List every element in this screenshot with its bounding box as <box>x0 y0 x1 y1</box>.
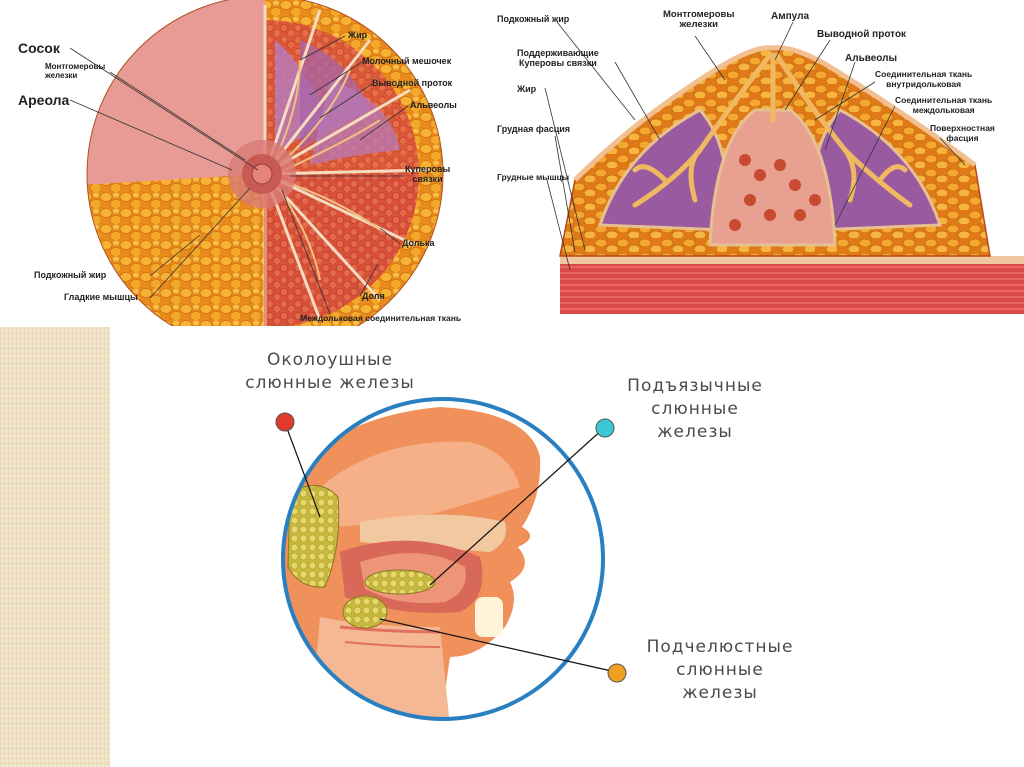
decorative-side-strip <box>0 327 110 767</box>
label-montgomery-glands: Монтгомеровы железки <box>45 62 106 80</box>
label-duct: Выводной проток <box>372 78 453 88</box>
label-areola: Ареола <box>18 92 70 108</box>
label-fat: Жир <box>348 30 368 40</box>
label-submandibular-glands: Подчелюстные слюнные железы <box>646 637 794 703</box>
label-ampulla: Ампула <box>771 11 810 22</box>
breast-cross-section-illustration <box>69 0 444 326</box>
breast-sagittal-diagram: Подкожный жир Монтгомеровы железки Ампул… <box>485 0 1024 326</box>
label-ct-intralobular: Соединительная ткань внутридольковая <box>875 69 973 89</box>
salivary-glands-diagram: Околоушные слюнные железы Подъязычные сл… <box>110 327 1024 767</box>
label-ct-interlobular: Соединительная ткань междольковая <box>895 95 993 115</box>
label-subcutaneous-fat-2: Подкожный жир <box>497 14 570 24</box>
label-subcutaneous-fat: Подкожный жир <box>34 270 107 280</box>
label-parotid-glands: Околоушные слюнные железы <box>245 350 415 393</box>
label-supporting-ligaments: Поддерживающие Куперовы связки <box>517 48 599 68</box>
label-fat-2: Жир <box>517 84 537 94</box>
label-alveoli: Альвеолы <box>410 100 457 110</box>
label-chest-muscles: Грудные мышцы <box>497 172 570 182</box>
label-montgomery-glands-2: Монтгомеровы железки <box>663 9 735 30</box>
label-sublingual-glands: Подъязычные слюнные железы <box>627 376 763 442</box>
label-surface-fascia: Поверхностная фасция <box>930 123 995 143</box>
label-cooper-ligaments: Куперовы связки <box>405 164 451 184</box>
label-lobule: Долька <box>402 238 435 248</box>
label-chest-fascia: Грудная фасция <box>497 124 571 134</box>
label-duct-2: Выводной проток <box>817 29 907 40</box>
label-interlobar-tissue: Междольковая соединительная ткань <box>300 313 462 323</box>
label-smooth-muscles: Гладкие мышцы <box>64 292 138 302</box>
label-nipple: Сосок <box>18 40 60 56</box>
label-lobe: Доля <box>362 291 385 301</box>
label-milk-sac: Молочный мешочек <box>362 56 452 66</box>
breast-sagittal-illustration <box>544 21 1024 314</box>
breast-frontal-diagram: Сосок Монтгомеровы железки Ареола Жир Мо… <box>0 0 480 326</box>
label-alveoli-2: Альвеолы <box>845 53 898 64</box>
head-salivary-illustration <box>275 397 627 721</box>
